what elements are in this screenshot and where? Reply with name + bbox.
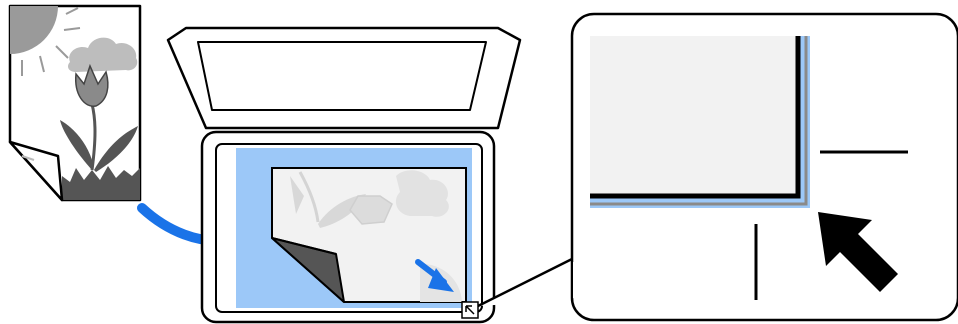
zoom-callout xyxy=(478,14,958,320)
zoomed-document xyxy=(590,36,798,196)
original-document xyxy=(10,6,140,200)
corner-mark-icon xyxy=(462,302,478,318)
scanner xyxy=(168,28,520,322)
